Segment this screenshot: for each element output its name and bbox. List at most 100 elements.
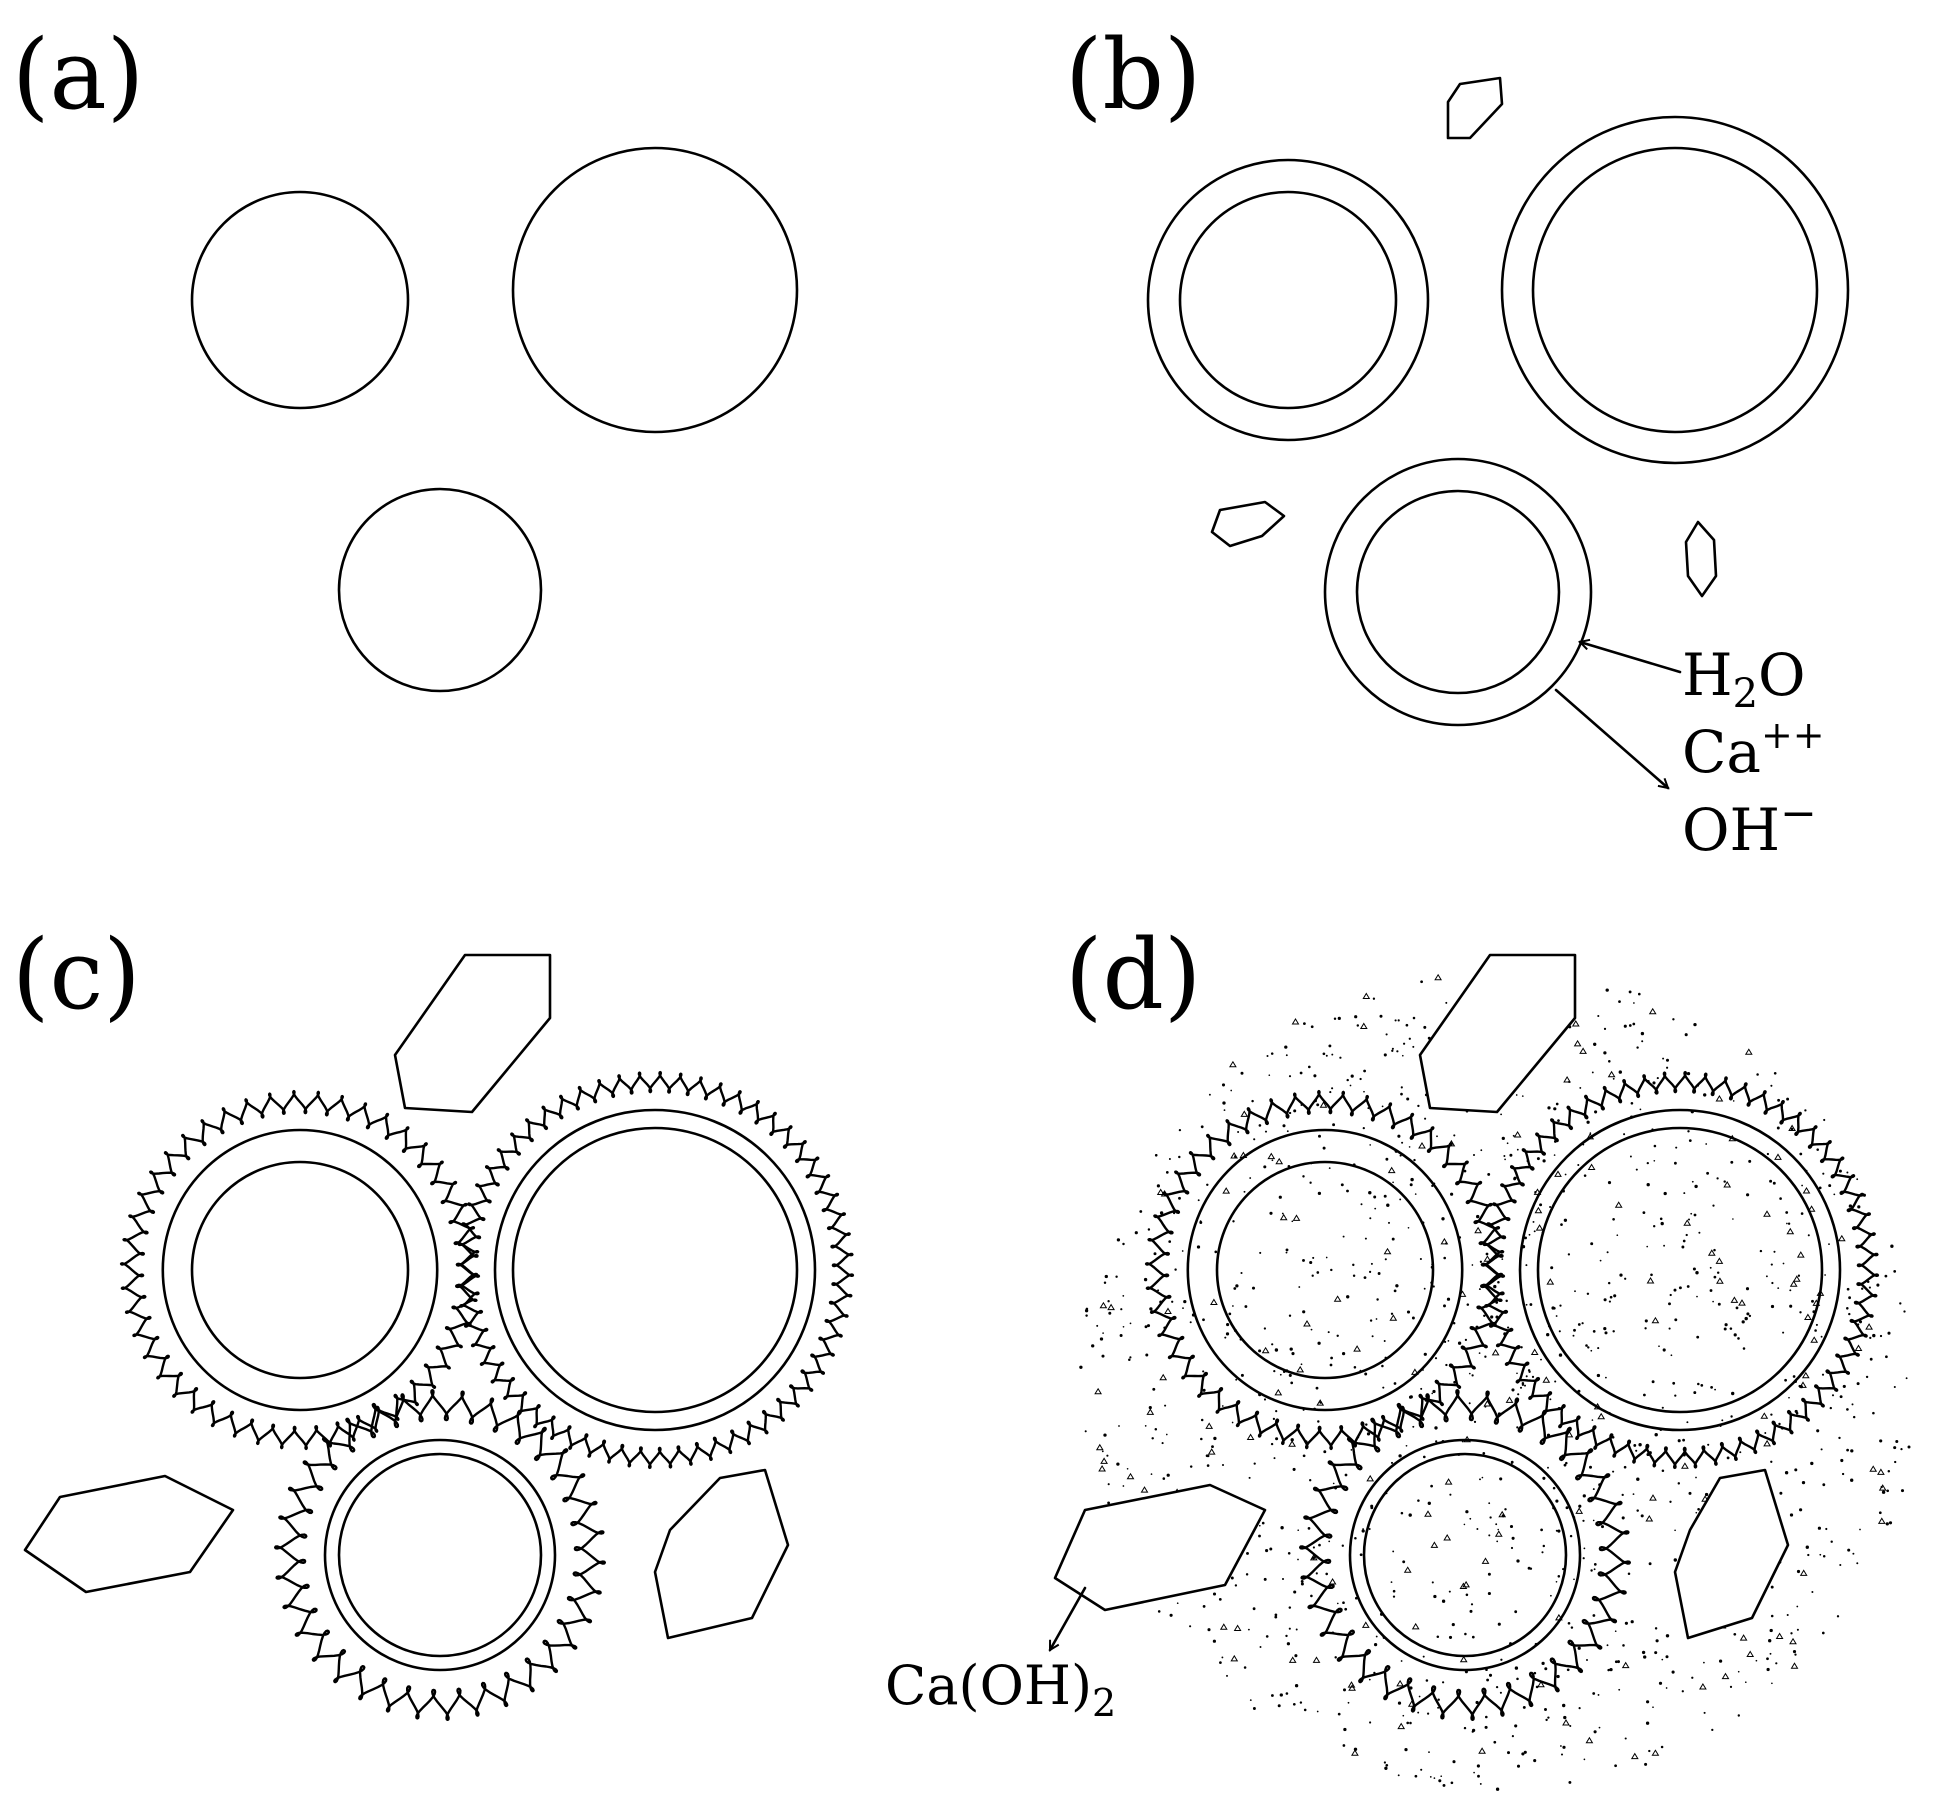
hydrate-particle (1737, 1714, 1741, 1717)
hydrate-particle (1507, 1751, 1510, 1755)
hydrate-particle (1848, 1204, 1853, 1208)
hydrate-particle (1430, 1541, 1439, 1548)
hydrate-particle (1441, 1599, 1446, 1603)
hydrate-particle (1652, 1706, 1654, 1709)
hydrated-grains (119, 1070, 855, 1721)
hydrate-particle (1106, 1454, 1109, 1457)
hydrate-particle (1361, 1529, 1365, 1533)
hydrate-particle (1430, 1484, 1433, 1488)
hydrate-particle (1103, 1433, 1107, 1437)
hydrate-particle (1373, 1642, 1378, 1647)
hydrate-particle (1423, 1025, 1427, 1029)
hydrate-particle (1578, 1504, 1582, 1508)
hydrate-particle (1681, 1245, 1685, 1249)
hydrate-particle (1408, 1513, 1412, 1517)
hydrate-particle (1836, 1615, 1840, 1618)
hydrate-particle (1686, 1071, 1691, 1076)
hydrate-particle (1800, 1212, 1804, 1215)
hydrate-particle (1659, 1217, 1663, 1221)
hydrate-particle (1669, 1500, 1672, 1503)
hydrate-particle (1328, 1167, 1331, 1169)
hydrate-particle (1847, 1548, 1851, 1552)
hydrate-particle (1801, 1184, 1803, 1187)
hydrate-particle (1140, 1486, 1149, 1493)
hydrate-particle (1729, 1685, 1733, 1688)
hydrate-particle (1635, 1449, 1638, 1452)
hydrate-particle (1536, 1157, 1540, 1161)
hydrate-particle (1412, 1016, 1416, 1020)
hydrate-particle (1681, 1690, 1684, 1693)
hydrate-particle (1156, 1184, 1160, 1188)
hydrate-particle (1397, 1722, 1406, 1730)
hydrate-particle (1429, 1776, 1432, 1778)
hydrate-particle (1609, 1295, 1613, 1299)
hydrate-particle (1525, 1375, 1528, 1378)
hydrate-particle (1284, 1045, 1288, 1049)
hydrate-particle (1150, 1473, 1153, 1475)
hydrate-particle (1592, 1488, 1595, 1491)
csh-gel-layer (455, 1070, 855, 1470)
hydrate-particle (1497, 1281, 1500, 1284)
hydrate-particle (1418, 1695, 1421, 1698)
hydrate-particle (1888, 1521, 1893, 1525)
hydrate-particle (1732, 1218, 1734, 1220)
hydrate-particle (1352, 1263, 1355, 1267)
hydrate-particle (1397, 1774, 1400, 1777)
hydrate-particle (1383, 1194, 1387, 1198)
hydrate-particle (1449, 1493, 1452, 1496)
hydrate-particle (1405, 1444, 1408, 1447)
hydrate-particle (1646, 1245, 1649, 1248)
hydrate-particle (1103, 1281, 1107, 1285)
hydrate-particle (1504, 1158, 1506, 1161)
hydrate-particle (1623, 1465, 1627, 1469)
hydrate-particle (1661, 1658, 1664, 1661)
hydrate-particle (1468, 1402, 1471, 1405)
hydrate-particle (1364, 1372, 1368, 1376)
hydrate-particle (1391, 1237, 1395, 1241)
hydrate-particle (1846, 1287, 1850, 1291)
calcium-hydroxide-crystal (1053, 1483, 1267, 1612)
hydrate-particle (1516, 1372, 1518, 1375)
hydrate-particle (1291, 1220, 1294, 1223)
hydrate-particle (1838, 1436, 1841, 1440)
hydrate-particle (1316, 1271, 1320, 1274)
hydrate-particle (1674, 1529, 1676, 1532)
hydrate-particle (1497, 1528, 1499, 1531)
hydrate-particle (1614, 1764, 1617, 1768)
hydrate-particle (1533, 1230, 1536, 1233)
hydrate-particle (1643, 1655, 1647, 1659)
hydrate-particle (1174, 1268, 1177, 1271)
hydrate-particle (1424, 1510, 1432, 1517)
hydrate-particle (1547, 1716, 1550, 1719)
hydrate-particle (1788, 1124, 1796, 1131)
hydrate-particle (1630, 1620, 1634, 1624)
hydrate-particle (1513, 1177, 1517, 1181)
calcium-hydroxide-crystal (1418, 953, 1577, 1114)
hydrate-particle (1233, 1624, 1242, 1631)
hydrate-particle (1581, 1322, 1584, 1325)
hydrate-particle (1770, 1304, 1775, 1309)
hydrate-particle (1413, 1158, 1416, 1162)
hydrate-particle (1807, 1234, 1810, 1237)
hydrate-particle (1714, 1388, 1716, 1391)
hydrate-particle (1414, 1774, 1418, 1778)
hydrate-particle (1396, 1050, 1399, 1053)
hydrate-particle (1565, 1506, 1569, 1510)
hydrate-particle (1395, 1284, 1399, 1288)
hydrate-particle (1790, 1127, 1794, 1131)
hydrate-particle (1575, 1507, 1584, 1514)
hydrate-particle (1775, 1632, 1784, 1639)
hydrate-particle (1417, 1104, 1420, 1108)
hydrate-particle (1126, 1467, 1129, 1470)
hydrate-particle (1899, 1302, 1902, 1305)
hydrate-particle (1288, 1111, 1292, 1115)
hydrate-particle (1861, 1287, 1864, 1290)
hydrate-particle (1512, 1134, 1515, 1137)
hydrate-particle (1328, 1044, 1332, 1048)
hydrate-particle (1587, 1346, 1590, 1349)
hydrate-particle (1108, 1311, 1112, 1315)
hydrate-particle (1810, 1461, 1814, 1466)
hydrate-particle (1473, 1771, 1475, 1774)
hydrate-particle (1447, 1340, 1450, 1342)
hydrate-particle (1807, 1553, 1810, 1557)
